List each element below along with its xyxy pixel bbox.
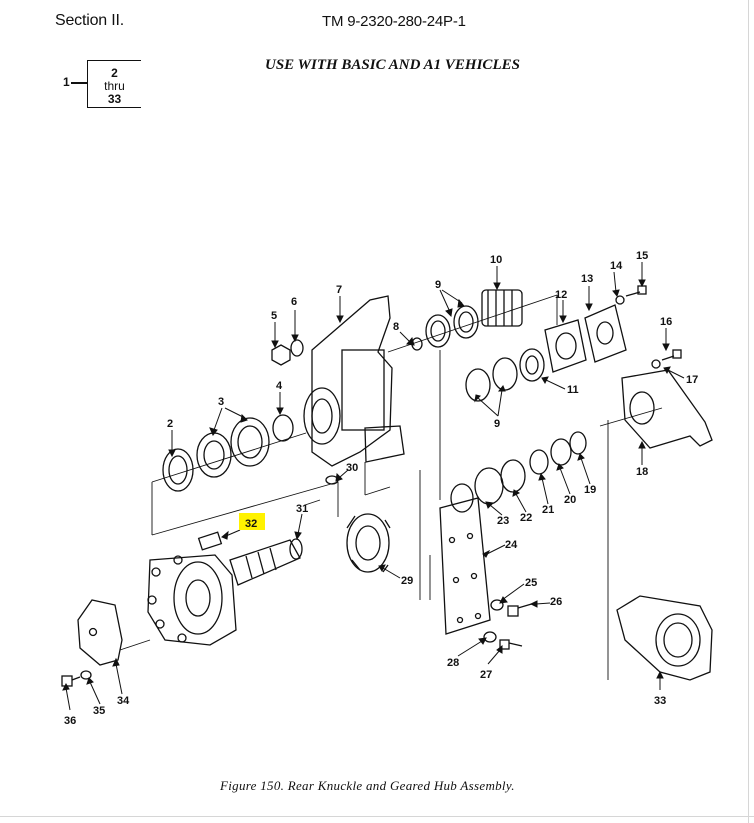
item-label: 35: [93, 705, 105, 717]
seal-part: [162, 448, 194, 492]
callout-range-word: thru: [104, 79, 125, 93]
bearing-part: [196, 417, 270, 478]
cap-plate-part: [544, 319, 587, 373]
section-label: Section II.: [55, 12, 124, 29]
callout-range-end: 33: [107, 92, 122, 106]
item-label: 10: [490, 254, 502, 266]
item-label: 8: [393, 321, 399, 333]
vehicle-applicability-note: USE WITH BASIC AND A1 VEHICLES: [265, 57, 520, 73]
item-label: 5: [271, 310, 277, 322]
item-label: 36: [64, 715, 76, 727]
item-32-highlight: [239, 513, 265, 530]
item-label: 22: [520, 512, 532, 524]
lower-bearing-part: [465, 348, 545, 402]
upper-gear-part: [481, 289, 523, 327]
callout-leader-line: [71, 82, 87, 84]
item-label: 19: [584, 484, 596, 496]
callout-range-start: 2: [111, 66, 118, 80]
item-label: 29: [401, 575, 413, 587]
item-label: 24: [505, 539, 518, 551]
screw-part: [615, 285, 647, 305]
item-label: 15: [636, 250, 648, 262]
item-label: 6: [291, 296, 297, 308]
item-label: 16: [660, 316, 672, 328]
housing-part: [621, 369, 713, 449]
item-label: 30: [346, 462, 358, 474]
callout-item-number: 1: [63, 75, 70, 89]
item-label: 18: [636, 466, 648, 478]
lower-housing-part: [616, 595, 713, 681]
item-label: 11: [567, 384, 579, 396]
page-frame-right: [748, 0, 749, 823]
alignment-lines: [119, 294, 663, 680]
callout-bracket: 2 thru 33: [87, 60, 141, 108]
item-labels: 2 3 4 5 6 7 8 9 9 10 11 12 13 14 15 16 1…: [64, 250, 698, 727]
ring-part: [272, 414, 294, 442]
item-label: 25: [525, 577, 537, 589]
hub-part: [147, 554, 237, 646]
item-label: 17: [686, 374, 698, 386]
spindle-shaft-part: [229, 538, 303, 586]
screw-washer-part: [490, 599, 536, 617]
figure-caption: Figure 150. Rear Knuckle and Geared Hub …: [220, 778, 515, 793]
bracket-part: [77, 599, 123, 666]
item-label: 26: [550, 596, 562, 608]
item-label: 7: [336, 284, 342, 296]
flange-plate-part: [584, 304, 627, 363]
screw-part-2: [651, 349, 682, 369]
knuckle-part: [303, 295, 405, 467]
item-label: 13: [581, 273, 593, 285]
item-label: 21: [542, 504, 554, 516]
cover-plate-part: [439, 497, 491, 635]
item-label-highlighted: 32: [245, 518, 257, 530]
item-label: 23: [497, 515, 509, 527]
item-label: 28: [447, 657, 459, 669]
item-label: 34: [117, 695, 130, 707]
item-label: 27: [480, 669, 492, 681]
item-label: 33: [654, 695, 666, 707]
item-label: 12: [555, 289, 567, 301]
gear-part: [346, 513, 391, 573]
screw-washer-part-2: [483, 631, 523, 650]
document-number: TM 9-2320-280-24P-1: [322, 13, 466, 30]
item-label: 9: [494, 418, 500, 430]
item-label: 9: [435, 279, 441, 291]
item-label: 3: [218, 396, 224, 408]
leader-lines: [62, 262, 685, 711]
nut-washer-part: [271, 339, 304, 366]
bolt-part: [197, 531, 223, 551]
item-label: 2: [167, 418, 173, 430]
page-frame-bottom: [0, 816, 754, 817]
item-label: 14: [610, 260, 623, 272]
item-label: 20: [564, 494, 576, 506]
item-label: 31: [296, 503, 308, 515]
item-label: 4: [276, 380, 283, 392]
gear-ring-parts: [529, 431, 587, 475]
